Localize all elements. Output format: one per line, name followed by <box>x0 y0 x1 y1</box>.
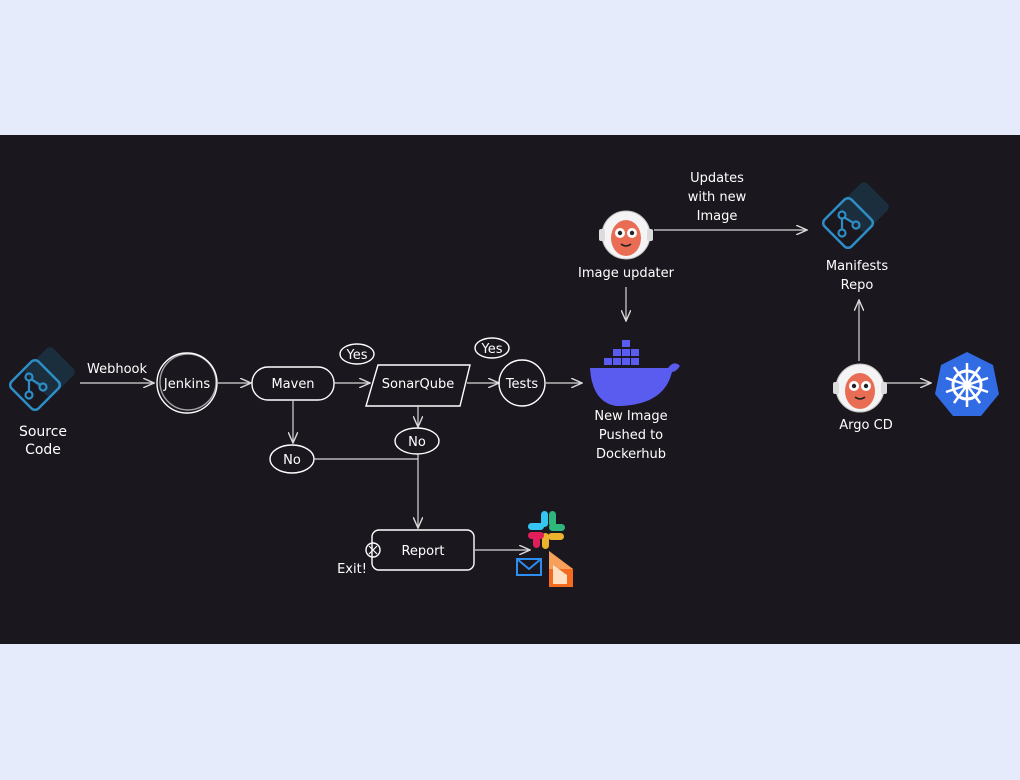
yes-sonar-label: Yes <box>346 348 368 363</box>
diagram-canvas: Source Code Webhook Jenkins Maven Yes So… <box>0 135 1020 644</box>
yes-tests-badge <box>474 337 510 359</box>
exit-icon <box>365 542 381 558</box>
source-code-label-2: Code <box>25 442 61 458</box>
git-icon <box>6 347 75 414</box>
source-code-label-1: Source <box>19 424 67 440</box>
sonarqube-node <box>365 364 471 407</box>
kibana-icon <box>549 551 573 587</box>
webhook-label: Webhook <box>87 362 147 377</box>
yes-sonar-badge <box>339 343 375 365</box>
new-image-label-1: New Image <box>594 409 667 424</box>
kubernetes-helm-icon <box>935 352 999 416</box>
image-updater-label: Image updater <box>578 266 675 281</box>
updates-label-1: Updates <box>690 171 744 186</box>
yes-tests-label: Yes <box>481 342 503 357</box>
new-image-label-2: Pushed to <box>599 428 663 443</box>
no-sonar-badge <box>394 427 440 455</box>
slack-icon <box>528 511 565 549</box>
jenkins-node <box>156 352 218 414</box>
maven-label: Maven <box>271 377 314 392</box>
argo-octopus-icon <box>598 210 654 260</box>
docker-whale-icon <box>590 340 680 406</box>
pipeline-diagram: Source Code Webhook Jenkins Maven Yes So… <box>6 171 999 587</box>
new-image-label-3: Dockerhub <box>596 447 666 462</box>
git-icon <box>819 182 889 252</box>
tests-label: Tests <box>505 377 539 392</box>
email-icon <box>516 558 542 576</box>
tests-node <box>498 359 546 407</box>
manifests-label-1: Manifests <box>826 259 888 274</box>
jenkins-label: Jenkins <box>163 377 210 392</box>
updates-label-3: Image <box>697 209 738 224</box>
report-node <box>371 529 475 571</box>
report-label: Report <box>401 544 444 559</box>
no-maven-label: No <box>283 453 301 468</box>
exit-label: Exit! <box>337 562 367 577</box>
no-sonar-label: No <box>408 435 426 450</box>
sonarqube-label: SonarQube <box>382 377 454 392</box>
argo-cd-label: Argo CD <box>839 418 892 433</box>
argo-octopus-icon <box>832 363 888 413</box>
manifests-label-2: Repo <box>841 278 874 293</box>
updates-label-2: with new <box>688 190 747 205</box>
